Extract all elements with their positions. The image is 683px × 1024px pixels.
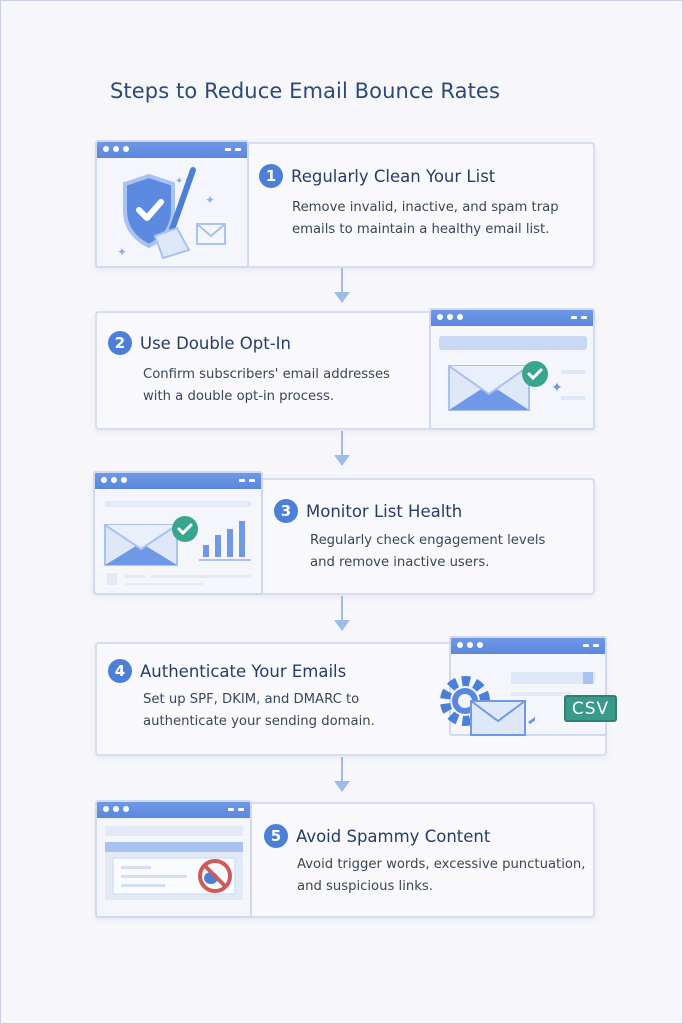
step-1-illustration: ✦ ✦ ✦ (95, 140, 249, 268)
step-title: Monitor List Health (306, 501, 463, 521)
svg-text:✦: ✦ (175, 176, 183, 187)
step-number-badge: 5 (264, 824, 288, 848)
gear-envelope-icon (440, 676, 535, 736)
step-description: Regularly check engagement levels and re… (310, 533, 546, 570)
svg-text:✦: ✦ (117, 245, 127, 259)
window-lines-icon (511, 672, 595, 696)
svg-text:✦: ✦ (551, 380, 563, 396)
step-3-header: 3 Monitor List Health (274, 499, 462, 523)
step-2-header: 2 Use Double Opt-In (108, 331, 291, 355)
step-number-badge: 3 (274, 499, 298, 523)
step-title: Avoid Spammy Content (296, 826, 491, 846)
down-arrow-icon (332, 268, 352, 306)
step-5-header: 5 Avoid Spammy Content (264, 824, 490, 848)
step-number-badge: 1 (259, 164, 283, 188)
step-title: Authenticate Your Emails (140, 661, 347, 681)
prohibited-content-icon (105, 826, 243, 900)
envelope-check-icon: ✦ (439, 336, 587, 411)
step-description: Set up SPF, DKIM, and DMARC to authentic… (143, 692, 375, 729)
step-description: Remove invalid, inactive, and spam trap … (292, 200, 559, 237)
down-arrow-icon (332, 757, 352, 795)
page-title: Steps to Reduce Email Bounce Rates (110, 79, 500, 103)
step-description: Avoid trigger words, excessive punctuati… (297, 857, 586, 894)
step-number-badge: 4 (108, 659, 132, 683)
step-5-illustration (95, 800, 252, 918)
step-description: Confirm subscribers' email addresses wit… (143, 367, 390, 404)
step-title: Use Double Opt-In (140, 333, 291, 353)
step-3-illustration (93, 471, 263, 595)
down-arrow-icon (332, 596, 352, 634)
down-arrow-icon (332, 431, 352, 469)
step-number-badge: 2 (108, 331, 132, 355)
step-1-header: 1 Regularly Clean Your List (259, 164, 495, 188)
csv-badge: CSV (564, 695, 617, 722)
step-4-header: 4 Authenticate Your Emails (108, 659, 346, 683)
step-2-illustration: ✦ (429, 308, 595, 430)
shield-broom-icon: ✦ ✦ ✦ (117, 167, 226, 260)
svg-text:✦: ✦ (205, 193, 215, 207)
step-title: Regularly Clean Your List (291, 166, 496, 186)
envelope-chart-icon (104, 501, 251, 585)
